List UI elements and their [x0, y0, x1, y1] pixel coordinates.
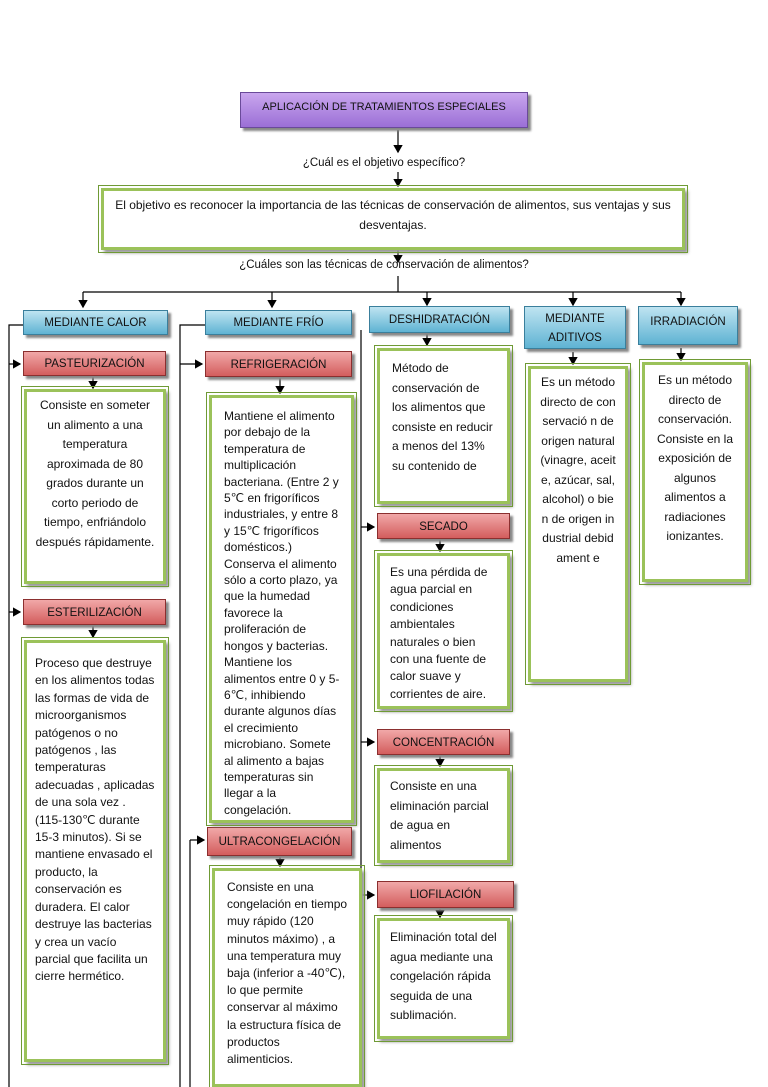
- box-pasteurizacion: Consiste en someter un alimento a una te…: [21, 386, 169, 587]
- category-aditivos: MEDIANTE ADITIVOS: [524, 306, 626, 349]
- text-liofilacion: Eliminación total del agua mediante una …: [390, 930, 497, 1022]
- text-esterilizacion: Proceso que destruye en los alimentos to…: [35, 656, 155, 984]
- category-deshidratacion: DESHIDRATACIÓN: [369, 306, 510, 333]
- question-techniques: ¿Cuáles son las técnicas de conservación…: [239, 259, 529, 271]
- category-irradiacion: IRRADIACIÓN: [638, 306, 738, 345]
- box-deshidratacion: Método de conservación de los alimentos …: [374, 345, 513, 507]
- sub-secado: SECADO: [377, 513, 510, 539]
- sub-concentracion: CONCENTRACIÓN: [377, 729, 510, 755]
- objective-text: El objetivo es reconocer la importancia …: [115, 198, 671, 232]
- sub-liofilacion: LIOFILACIÓN: [377, 881, 514, 908]
- text-concentracion: Consiste en una eliminación parcial de a…: [390, 779, 489, 852]
- text-refrigeracion: Mantiene el alimento por debajo de la te…: [224, 409, 340, 817]
- diagram-title: APLICACIÓN DE TRATAMIENTOS ESPECIALES: [240, 92, 528, 128]
- sub-esterilizacion: ESTERILIZACIÓN: [23, 599, 166, 625]
- box-concentracion: Consiste en una eliminación parcial de a…: [374, 765, 513, 866]
- category-frio: MEDIANTE FRÍO: [205, 310, 352, 335]
- question-objective: ¿Cuál es el objetivo específico?: [302, 157, 466, 169]
- box-refrigeracion: Mantiene el alimento por debajo de la te…: [206, 392, 357, 826]
- text-pasteurizacion: Consiste en someter un alimento a una te…: [35, 398, 155, 549]
- box-esterilizacion: Proceso que destruye en los alimentos to…: [21, 637, 169, 1065]
- box-ultracongelacion: Consiste en una congelación en tiempo mu…: [209, 865, 365, 1087]
- sub-refrigeracion: REFRIGERACIÓN: [205, 351, 352, 377]
- category-calor: MEDIANTE CALOR: [23, 310, 168, 335]
- sub-pasteurizacion: PASTEURIZACIÓN: [23, 351, 166, 376]
- text-irradiacion: Es un método directo de conservación. Co…: [656, 373, 734, 543]
- text-aditivos: Es un método directo de conservació n de…: [540, 375, 616, 565]
- text-secado: Es una pérdida de agua parcial en condic…: [390, 565, 488, 701]
- box-irradiacion: Es un método directo de conservación. Co…: [639, 359, 751, 585]
- box-secado: Es una pérdida de agua parcial en condic…: [374, 550, 513, 712]
- box-aditivos: Es un método directo de conservació n de…: [525, 363, 631, 685]
- box-liofilacion: Eliminación total del agua mediante una …: [374, 915, 513, 1042]
- objective-box: El objetivo es reconocer la importancia …: [98, 185, 688, 253]
- sub-ultracongelacion: ULTRACONGELACIÓN: [207, 827, 352, 856]
- text-deshidratacion: Método de conservación de los alimentos …: [392, 361, 493, 473]
- text-ultracongelacion: Consiste en una congelación en tiempo mu…: [227, 880, 348, 1067]
